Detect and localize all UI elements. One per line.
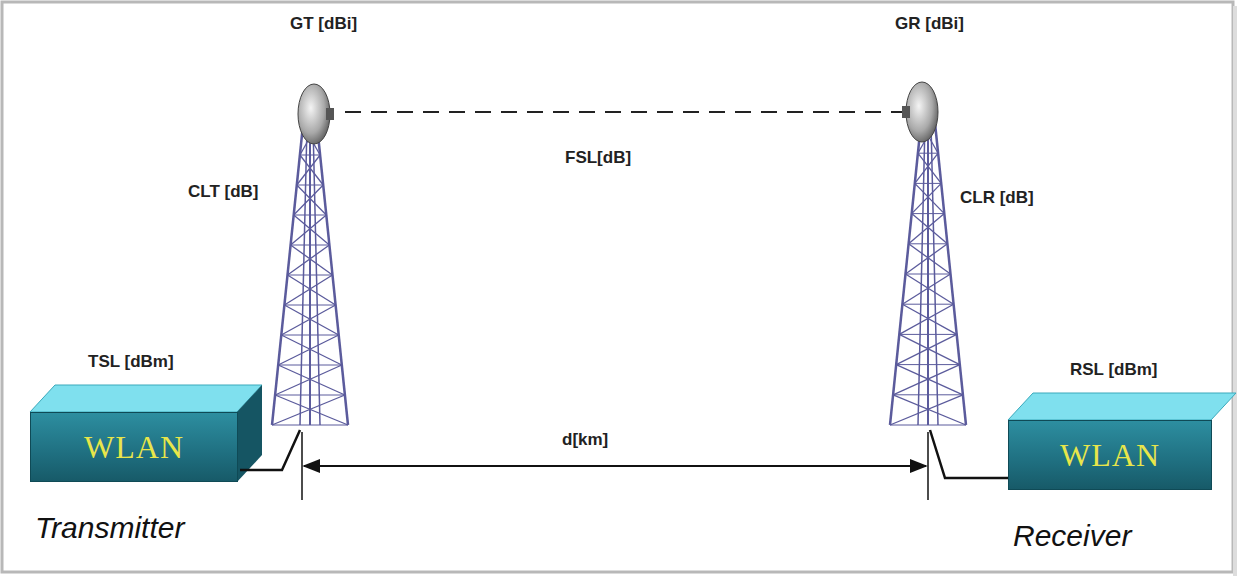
dimension-tick <box>301 432 303 500</box>
tower-strut <box>278 365 345 395</box>
free-space-path <box>345 111 905 113</box>
tower-strut <box>893 395 966 425</box>
tower-strut <box>294 185 324 215</box>
box-top <box>30 385 262 412</box>
device-name: WLAN <box>84 429 184 466</box>
parameter-label: GT [dBi] <box>290 14 357 34</box>
towers <box>272 123 966 425</box>
tower-strut <box>893 365 960 395</box>
tower-strut <box>291 245 333 275</box>
tower-strut <box>281 305 335 335</box>
device-name: WLAN <box>1060 437 1160 474</box>
tower-strut <box>281 335 342 365</box>
tower-strut <box>906 244 948 274</box>
antenna-dish <box>906 82 938 142</box>
tower-strut <box>275 395 348 425</box>
tower-strut <box>915 153 938 183</box>
tower-strut <box>915 183 945 213</box>
parameter-label: CLT [dB] <box>188 182 259 202</box>
tower-strut <box>906 274 954 304</box>
wlan-device: WLANReceiver <box>1008 420 1212 490</box>
tower-strut <box>918 153 941 183</box>
antenna-dish <box>298 84 330 144</box>
tower-strut <box>902 304 956 334</box>
dimension-tick <box>927 432 929 500</box>
tower-strut <box>899 304 953 334</box>
parameter-label: FSL[dB] <box>565 148 631 168</box>
box-side <box>237 385 262 482</box>
tower-strut <box>899 334 960 364</box>
tower-strut <box>275 365 342 395</box>
antenna-feed <box>902 106 910 118</box>
tower-strut <box>912 214 948 244</box>
tower-strut <box>909 214 945 244</box>
tower-strut <box>291 215 327 245</box>
parameter-label: CLR [dB] <box>960 188 1034 208</box>
device-role: Receiver <box>1013 519 1131 553</box>
tower-strut <box>890 395 963 425</box>
parameter-label: TSL [dBm] <box>88 352 174 372</box>
tower-strut <box>297 185 327 215</box>
antenna-feed <box>326 108 334 120</box>
tower-strut <box>309 125 311 425</box>
tower-strut <box>896 334 957 364</box>
parameter-label: GR [dBi] <box>895 14 964 34</box>
box-top <box>1008 393 1236 420</box>
tower-strut <box>909 244 951 274</box>
parameter-label: RSL [dBm] <box>1070 360 1158 380</box>
tower-strut <box>272 395 345 425</box>
wlan-device: WLANTransmitter <box>30 412 238 482</box>
tower-strut <box>294 215 330 245</box>
tower-strut <box>278 335 339 365</box>
cable <box>930 430 1008 478</box>
tower-strut <box>288 275 336 305</box>
parameter-label: d[km] <box>562 430 608 450</box>
tower-strut <box>912 183 942 213</box>
device-role: Transmitter <box>35 511 184 545</box>
tower-strut <box>288 245 330 275</box>
tower-strut <box>284 305 338 335</box>
tower-strut <box>896 365 963 395</box>
tower-strut <box>927 123 929 425</box>
cable <box>240 430 300 470</box>
tower-strut <box>297 155 320 185</box>
tower-strut <box>300 155 323 185</box>
tower-strut <box>284 275 332 305</box>
distance-arrow <box>304 465 926 467</box>
frame-shadow <box>1233 6 1237 576</box>
tower-strut <box>902 274 950 304</box>
